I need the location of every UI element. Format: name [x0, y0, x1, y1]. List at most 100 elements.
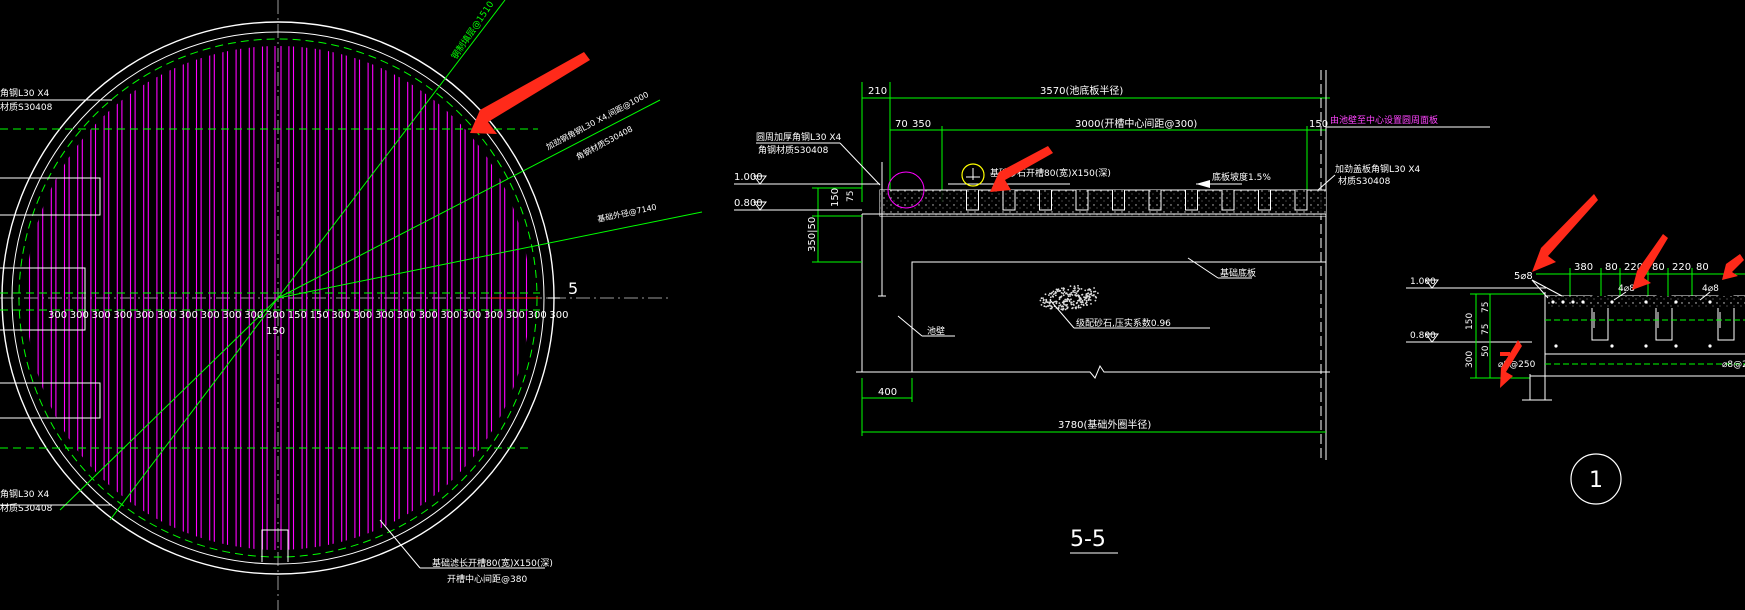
slot-spacing-label: 300: [201, 310, 220, 321]
gravel-dot: [1057, 290, 1059, 292]
gravel-dot: [1064, 291, 1066, 293]
gravel-dot: [1082, 300, 1084, 302]
detail-dim-label: 380: [1574, 262, 1593, 273]
gravel-dot: [1081, 294, 1083, 296]
rebar-dot: [1581, 300, 1584, 303]
gravel-dot: [1042, 302, 1044, 304]
gravel-dot: [1085, 302, 1087, 304]
gravel-dot: [1059, 298, 1061, 300]
gravel-dot: [1063, 294, 1065, 296]
gravel-dot: [1067, 299, 1069, 301]
rebar-dot: [1674, 344, 1677, 347]
gravel-dot: [1047, 305, 1049, 307]
gravel-dot: [1045, 293, 1047, 295]
gravel-dot: [1071, 304, 1073, 306]
gravel-dot: [1053, 293, 1055, 295]
section-mark-label: 5: [568, 279, 578, 298]
detail-rebar-5: 5⌀8: [1514, 271, 1533, 282]
gravel-dot: [1061, 295, 1063, 297]
rebar-dot: [1644, 300, 1647, 303]
gravel-dot: [1043, 305, 1045, 307]
red-arrow: [1532, 194, 1598, 272]
rebar-dot: [1554, 344, 1557, 347]
note-rim-diameter: 钢制填层@1510: [449, 0, 497, 62]
note-angle-bottom-left: 角钢L30 X4: [0, 488, 49, 500]
gravel-dot: [1083, 304, 1085, 306]
gravel-dot: [1050, 293, 1052, 295]
gravel-dot: [1084, 290, 1086, 292]
note-slot-spacing: 开槽中心间距@380: [447, 573, 527, 585]
rebar-dot: [1610, 300, 1613, 303]
leader-line: [898, 316, 922, 336]
gravel-dot: [1095, 297, 1097, 299]
detail-dim-label: 80: [1696, 262, 1709, 273]
gravel-dot: [1061, 287, 1063, 289]
gravel-dot: [1060, 308, 1062, 310]
gravel-dot: [1090, 303, 1092, 305]
gravel-dot: [1090, 299, 1092, 301]
red-mark: [1500, 352, 1510, 356]
note-right-angle: 加劲盖板角钢L30 X4: [1335, 163, 1420, 175]
gravel-dot: [1080, 298, 1082, 300]
slope-arrow-head: [1196, 180, 1210, 188]
dim-v-75: 75: [846, 191, 856, 202]
slot-spacing-label: 300: [397, 310, 416, 321]
gravel-dot: [1075, 294, 1077, 296]
note-outer-diameter: 基础外径@7140: [596, 202, 657, 224]
note-right-material: 材质S30408: [1338, 175, 1391, 187]
elevation-low-label: 0.800: [734, 198, 763, 209]
gravel-dot: [1063, 300, 1065, 302]
rebar-dot: [1610, 344, 1613, 347]
slot-spacing-label: 300: [419, 310, 438, 321]
slot-spacing-labels: 3003003003003003003003003003003001501503…: [48, 310, 568, 321]
radial-leader: [278, 100, 660, 298]
ground-line: [856, 366, 1330, 378]
gravel-dot: [1077, 290, 1079, 292]
slot-spacing-label: 300: [157, 310, 176, 321]
gravel-dot: [1069, 301, 1071, 303]
left-bracket-bottom: [0, 383, 100, 418]
note-base-plate: 基础底板: [1220, 267, 1256, 279]
gravel-dot: [1076, 292, 1078, 294]
dim-3570: 3570(池底板半径): [1040, 84, 1123, 97]
gravel-dot: [1078, 306, 1080, 308]
foundation-plan-view: 5 30030030030030030030030030030030015015…: [0, 0, 702, 610]
gravel-dot: [1093, 291, 1095, 293]
gravel-dot: [1084, 299, 1086, 301]
gravel-dot: [1065, 293, 1067, 295]
detail-vdim-50: 50: [1481, 345, 1491, 357]
gravel-dot: [1089, 289, 1091, 291]
gravel-dot: [1072, 303, 1074, 305]
slot-spacing-label: 300: [266, 310, 285, 321]
gravel-dot: [1070, 285, 1072, 287]
slot-spacing-label: 300: [528, 310, 547, 321]
slot-spacing-label: 300: [92, 310, 111, 321]
detail-number: 1: [1589, 468, 1603, 493]
gravel-dot: [1062, 305, 1064, 307]
gravel-dot: [1081, 304, 1083, 306]
gravel-dot: [1045, 299, 1047, 301]
gravel-dot: [1072, 307, 1074, 309]
rebar-dot: [1708, 344, 1711, 347]
rebar-dot: [1551, 300, 1554, 303]
gravel-dot: [1058, 288, 1060, 290]
gravel-dot: [1067, 289, 1069, 291]
gravel-dot: [1090, 291, 1092, 293]
gravel-dot: [1055, 292, 1057, 294]
note-magenta: 由池壁至中心设置圆周面板: [1330, 114, 1438, 126]
note-wall: 池壁: [927, 325, 945, 337]
slot-spacing-label: 300: [331, 310, 350, 321]
detail-rebar-4b: 4⌀8: [1702, 284, 1719, 294]
center-spacing-label: 150: [266, 326, 285, 337]
rebar-dot: [1644, 344, 1647, 347]
gravel-dot: [1070, 293, 1072, 295]
gravel-dot: [1060, 304, 1062, 306]
gravel-dot: [1067, 294, 1069, 296]
gravel-dot: [1059, 297, 1061, 299]
gravel-dot: [1080, 307, 1082, 309]
gravel-dot: [1074, 289, 1076, 291]
note-left-material: 角钢材质S30408: [758, 144, 829, 156]
red-arrow: [470, 52, 590, 134]
slot-spacing-label: 300: [440, 310, 459, 321]
